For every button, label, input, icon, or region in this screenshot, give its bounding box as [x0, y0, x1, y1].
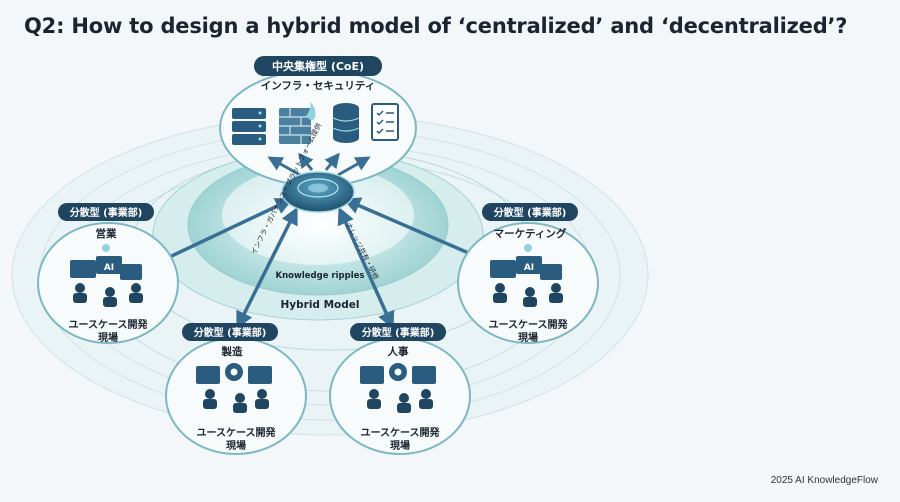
unit-marketing: 分散型 (事業部) マーケティング AI ユースケース開発 現場 [457, 203, 599, 344]
ripple-rings [11, 114, 649, 436]
unit-marketing-badge [482, 203, 578, 221]
unit-marketing-name: マーケティング [494, 227, 567, 240]
coe-subtitle: インフラ・セキュリティ [261, 80, 376, 92]
unit-sales-badge-label: 分散型 (事業部) [70, 206, 143, 219]
unit-sales-caption-2: 現場 [98, 331, 118, 344]
coe-container: 中央集権型 (CoE) インフラ・セキュリティ [219, 56, 417, 187]
coe-badge-label: 中央集権型 (CoE) [272, 59, 364, 73]
central-hub [281, 171, 355, 213]
unit-manufacturing-caption-1: ユースケース開発 [197, 426, 277, 439]
unit-sales-name: 営業 [96, 227, 117, 240]
unit-hr-caption-2: 現場 [390, 439, 410, 452]
unit-manufacturing-badge-label: 分散型 (事業部) [194, 326, 267, 339]
unit-manufacturing: 分散型 (事業部) 製造 ユースケース開発 現場 [165, 323, 307, 455]
ai-screen-text: AI [524, 263, 534, 273]
checklist-icon [371, 103, 399, 141]
database-icon [332, 103, 360, 143]
server-icon [232, 108, 266, 145]
unit-hr-badge [350, 323, 446, 341]
footer-credit: 2025 AI KnowledgeFlow [770, 475, 878, 486]
unit-marketing-caption-1: ユースケース開発 [489, 318, 569, 331]
unit-marketing-caption-2: 現場 [518, 331, 538, 344]
unit-manufacturing-name: 製造 [221, 345, 243, 358]
unit-sales: 分散型 (事業部) 営業 AI ユースケース開発 現場 [37, 203, 179, 344]
unit-marketing-badge-label: 分散型 (事業部) [494, 206, 567, 219]
team-meeting-icon: AI [70, 244, 143, 307]
knowledge-ripples-label: Knowledge ripples [276, 271, 365, 281]
team-meeting-icon: AI [490, 244, 563, 307]
unit-hr-caption-1: ユースケース開発 [361, 426, 441, 439]
coe-badge [254, 56, 382, 76]
firewall-icon [279, 102, 316, 144]
unit-sales-badge [58, 203, 154, 221]
hub-up-arrows [267, 152, 371, 177]
unit-manufacturing-caption-2: 現場 [226, 439, 246, 452]
ai-screen-text: AI [104, 263, 114, 273]
page-title: Q2: How to design a hybrid model of ‘cen… [24, 14, 848, 38]
team-gear-icon [196, 363, 272, 413]
unit-manufacturing-badge [182, 323, 278, 341]
hybrid-model-label: Hybrid Model [281, 299, 360, 311]
unit-hr-name: 人事 [388, 345, 409, 358]
team-gear-icon [360, 363, 436, 413]
unit-hr: 分散型 (事業部) 人事 ユースケース開発 現場 [329, 323, 471, 455]
unit-sales-caption-1: ユースケース開発 [69, 318, 149, 331]
unit-hr-badge-label: 分散型 (事業部) [362, 326, 435, 339]
